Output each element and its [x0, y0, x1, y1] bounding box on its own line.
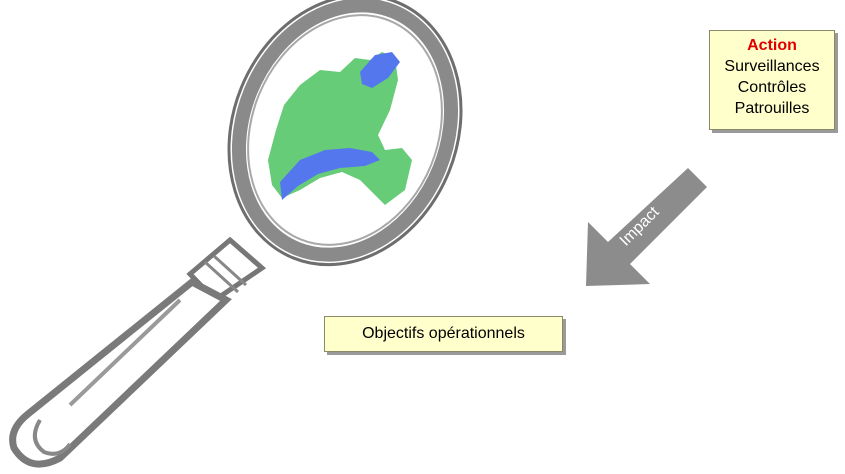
action-item: Surveillances [724, 58, 820, 75]
action-item: Patrouilles [734, 100, 810, 117]
lake-north-shape [360, 52, 400, 88]
action-box: Action Surveillances Contrôles Patrouill… [709, 30, 835, 130]
impact-arrow [586, 168, 707, 286]
magnifier-icon [9, 0, 463, 468]
map-icon [268, 52, 412, 205]
action-item: Contrôles [737, 79, 807, 96]
action-title: Action [747, 37, 797, 54]
objectifs-box: Objectifs opérationnels [324, 316, 563, 352]
lake-south-shape [280, 148, 380, 200]
